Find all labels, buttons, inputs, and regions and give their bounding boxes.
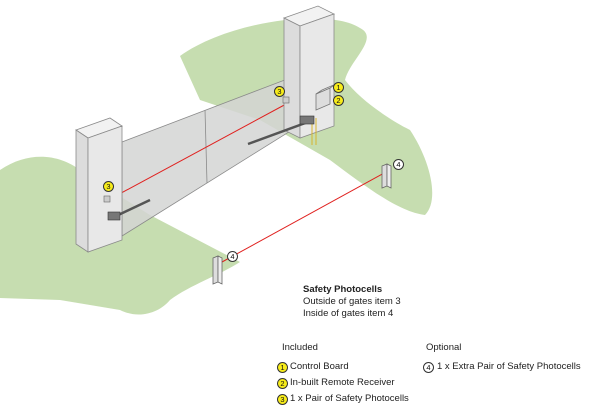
photocell-beam-outside xyxy=(111,102,289,199)
photocell-sensor-right xyxy=(282,96,290,104)
info-title: Safety Photocells xyxy=(303,284,383,295)
legend-optional-heading: Optional xyxy=(426,342,462,353)
photocell-beam-inside xyxy=(221,171,387,263)
callout-badge-4-left: 4 xyxy=(227,251,238,262)
callout-badge-3-right: 3 xyxy=(274,86,285,97)
gate-leaf-divider xyxy=(204,109,208,184)
callout-badge-1: 1 xyxy=(333,82,344,93)
legend-item-remote-receiver: In-built Remote Receiver xyxy=(290,377,395,388)
pillar-left xyxy=(75,117,123,253)
legend-badge-3: 3 xyxy=(277,394,288,405)
callout-badge-3-left: 3 xyxy=(103,181,114,192)
motor-arm-right xyxy=(247,115,315,146)
photocell-sensor-left xyxy=(103,195,111,203)
legend-item-extra-photocells: 1 x Extra Pair of Safety Photocells xyxy=(437,361,581,372)
legend-badge-4: 4 xyxy=(423,362,434,373)
legend-badge-1: 1 xyxy=(277,362,288,373)
info-line-inside: Inside of gates item 4 xyxy=(303,308,394,319)
motor-arm-left xyxy=(107,198,151,221)
callout-badge-4-right: 4 xyxy=(393,159,404,170)
photocell-post-inside-right xyxy=(381,163,392,189)
legend-item-photocells: 1 x Pair of Safety Photocells xyxy=(290,393,409,404)
info-line-outside: Outside of gates item 3 xyxy=(303,296,401,307)
legend-badge-2: 2 xyxy=(277,378,288,389)
legend-item-control-board: Control Board xyxy=(290,361,349,372)
callout-badge-2: 2 xyxy=(333,95,344,106)
legend-included-heading: Included xyxy=(282,342,318,353)
pillar-right xyxy=(282,5,336,139)
photocell-post-inside-left xyxy=(212,255,223,285)
